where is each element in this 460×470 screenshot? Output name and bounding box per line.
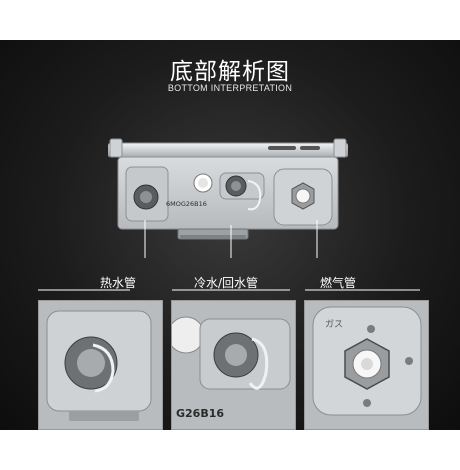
detail-cold-return-water: G26B16 xyxy=(171,300,296,430)
product-banner: 底部解析图 BOTTOM INTERPRETATION xyxy=(0,40,460,430)
banner-subtitle: BOTTOM INTERPRETATION xyxy=(167,83,293,93)
callout-hot-water: 热水管 xyxy=(100,276,137,290)
gas-marking: ガス xyxy=(325,319,343,330)
detail-gas: ガス xyxy=(304,300,429,430)
heater-bottom-photo: 6MOG26B16 xyxy=(108,138,348,240)
callout-leader-lines xyxy=(38,220,420,291)
callout-gas: 燃气管 xyxy=(320,276,357,290)
banner-title: 底部解析图 xyxy=(170,59,290,85)
callout-cold-return-water: 冷水/回水管 xyxy=(194,276,259,290)
detail-hot-water xyxy=(38,300,163,430)
model-marking: 6MOG26B16 xyxy=(166,200,207,208)
cold-water-marking: G26B16 xyxy=(176,407,224,420)
